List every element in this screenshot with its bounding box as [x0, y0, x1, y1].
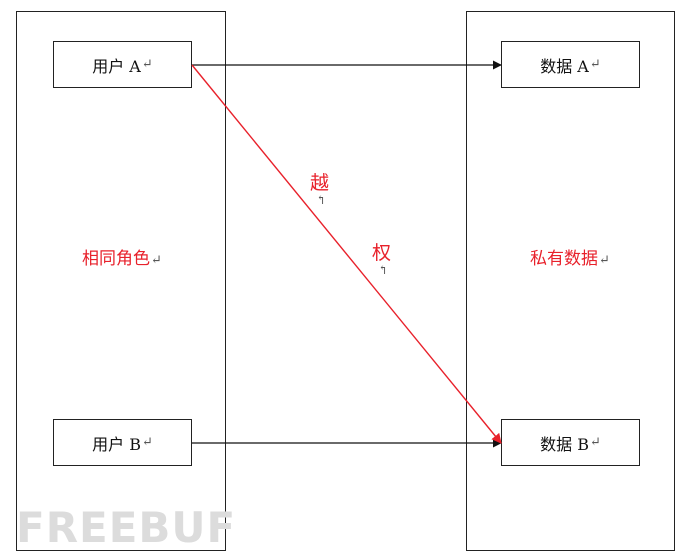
node-data-b-label: 数据 B	[540, 434, 589, 454]
return-icon: ↵	[589, 435, 601, 450]
private-data-label: 私有数据↵	[530, 249, 610, 269]
edge-user-a-to-data-b-overreach	[191, 64, 502, 444]
left-panel-same-role	[16, 11, 226, 551]
return-icon: ↵	[599, 253, 610, 268]
return-icon: ↵	[141, 435, 153, 450]
freebuf-watermark-logo: FREEBUF	[16, 503, 237, 552]
node-user-a: 用户 A↵	[53, 41, 192, 88]
node-user-b-label: 用户 B	[92, 434, 141, 454]
node-data-b: 数据 B↵	[501, 419, 640, 466]
return-icon: ↵	[151, 253, 162, 268]
node-user-b: 用户 B↵	[53, 419, 192, 466]
return-icon: ↵	[589, 57, 601, 72]
node-data-a: 数据 A↵	[501, 41, 640, 88]
return-icon: ↵	[141, 57, 153, 72]
node-data-a-label: 数据 A	[540, 56, 589, 76]
same-role-label: 相同角色↵	[82, 249, 162, 269]
return-icon: ↰	[316, 193, 327, 207]
overreach-label-char-2: 权↰	[372, 242, 392, 277]
overreach-label-char-1: 越↰	[310, 172, 330, 207]
return-icon: ↰	[378, 263, 389, 277]
right-panel-private-data	[466, 11, 675, 551]
node-user-a-label: 用户 A	[92, 56, 141, 76]
